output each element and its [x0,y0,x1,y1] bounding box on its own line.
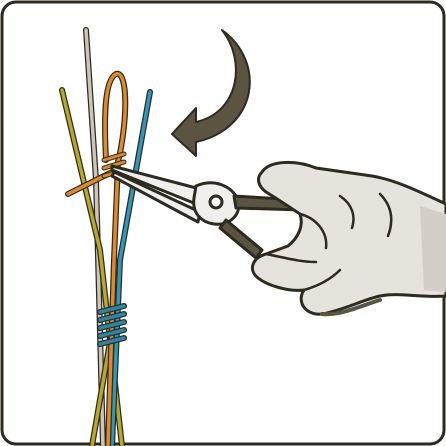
pliers-pivot [208,194,224,210]
curved-arrow-icon [171,29,251,157]
blue-wire [109,89,153,446]
glove-hand-icon [250,161,446,317]
blue-wrap-coil [97,303,127,347]
